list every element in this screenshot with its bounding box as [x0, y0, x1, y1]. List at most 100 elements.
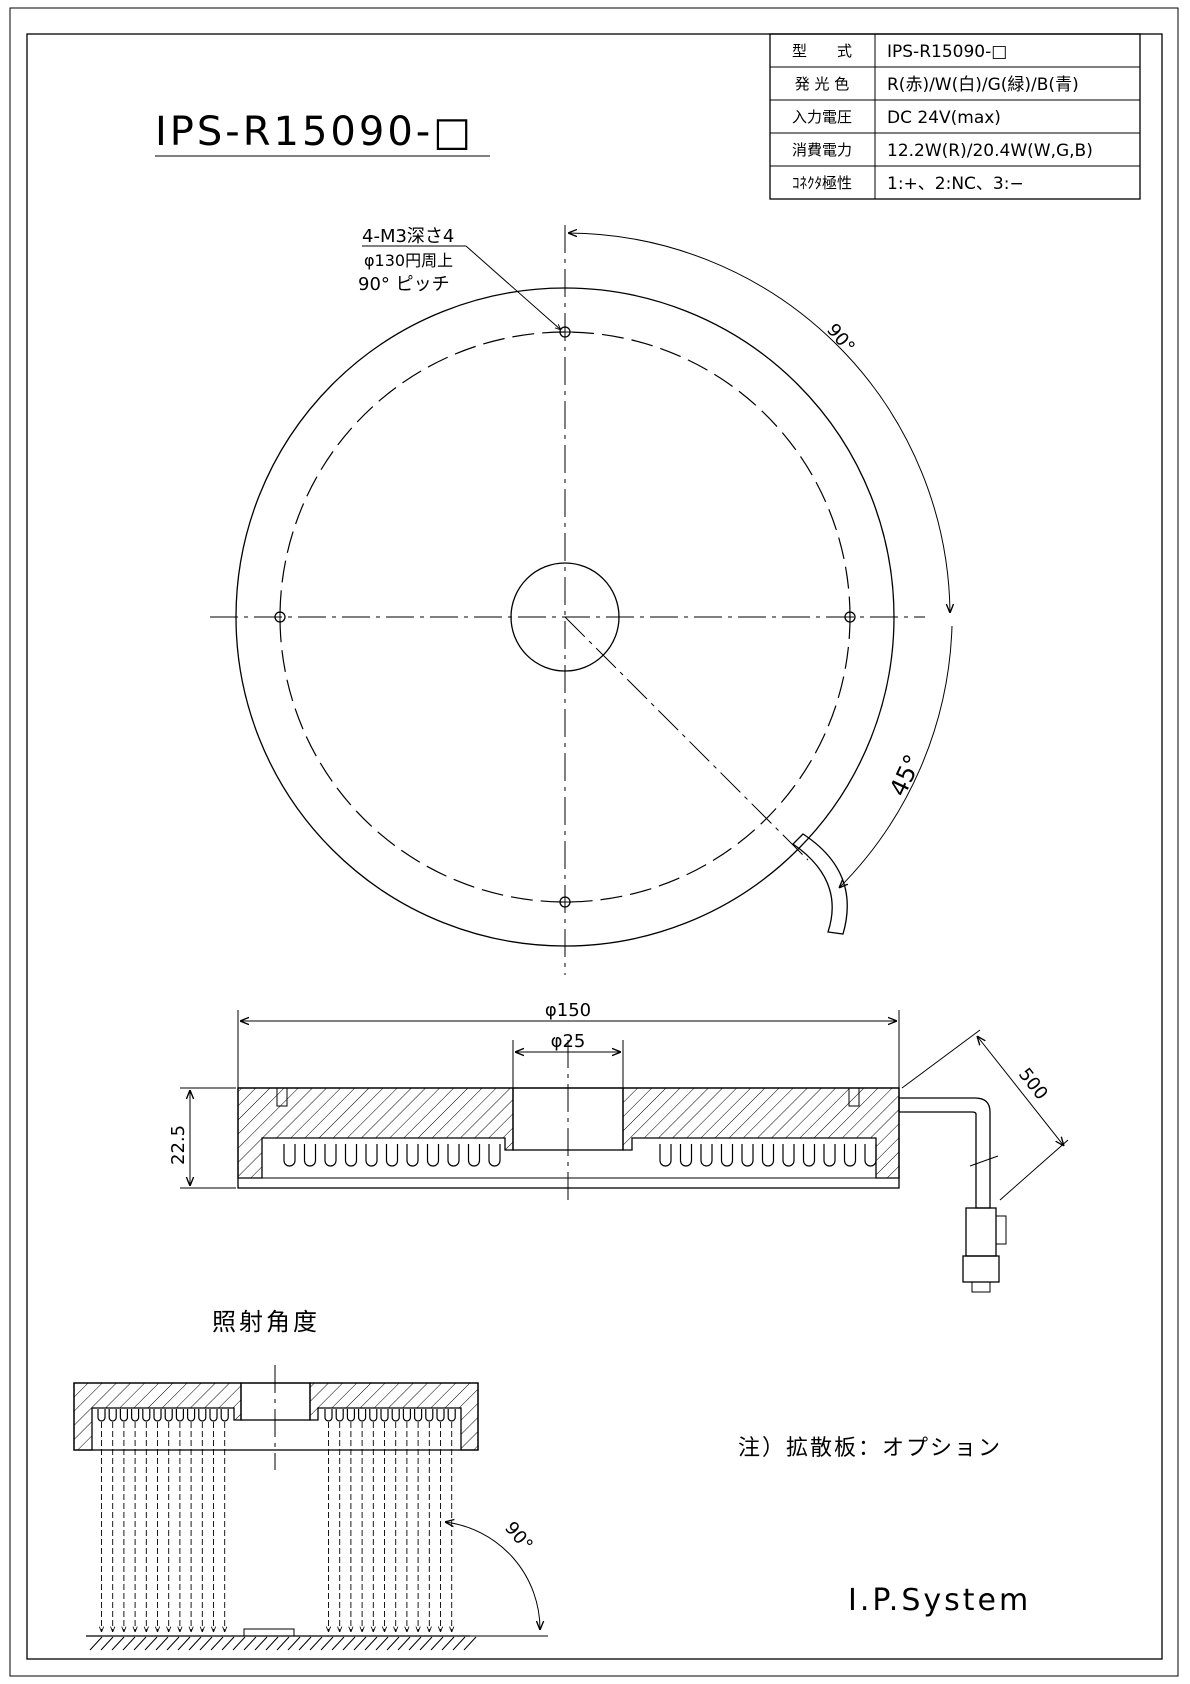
led-cup	[108, 1409, 117, 1422]
irr-leds-left	[97, 1409, 229, 1422]
ground-hatch-stroke	[320, 1636, 334, 1651]
irr-beams	[102, 1422, 452, 1632]
led-cup	[198, 1409, 207, 1422]
ground-hatch-stroke	[144, 1636, 158, 1651]
section-view: φ150 φ25 22.5 500	[168, 1000, 1069, 1293]
ground-hatch-stroke	[221, 1636, 235, 1651]
cable-top-view	[791, 833, 848, 935]
ground-hatch-stroke	[89, 1636, 103, 1651]
inner-frame	[26, 33, 1163, 1660]
hole-note-line2: φ130円周上	[364, 251, 453, 270]
ground-hatch-stroke	[375, 1636, 389, 1651]
led-cup	[175, 1409, 184, 1422]
ground-hatch-stroke	[452, 1636, 466, 1651]
led-cup	[659, 1144, 672, 1167]
led-cup	[385, 1144, 399, 1167]
ground-hatch-stroke	[199, 1636, 213, 1651]
led-cup	[782, 1144, 795, 1167]
section-body-right	[622, 1087, 900, 1179]
cable-side-view	[898, 1097, 991, 1209]
led-row-right	[659, 1144, 877, 1167]
spec-label-color: 発 光 色	[795, 75, 850, 93]
led-cup	[447, 1409, 456, 1422]
ground-hatch-stroke	[386, 1636, 400, 1651]
hole-note-leader-diagonal	[465, 245, 561, 330]
ground-hatch-stroke	[122, 1636, 136, 1651]
led-cup	[425, 1409, 434, 1422]
ground-hatch-stroke	[441, 1636, 455, 1651]
spec-label-power: 消費電力	[792, 141, 852, 159]
ground-hatch-stroke	[111, 1636, 125, 1651]
spec-table: 型 式 IPS-R15090-□ 発 光 色 R(赤)/W(白)/G(緑)/B(…	[769, 33, 1141, 200]
led-cup	[164, 1409, 173, 1422]
irr-ground-hatch	[89, 1636, 477, 1651]
ground-hatch-stroke	[232, 1636, 246, 1651]
irradiation-view: 照射角度 90°	[73, 1308, 548, 1651]
ground-hatch-stroke	[254, 1636, 268, 1651]
spec-value-voltage: DC 24V(max)	[887, 108, 1001, 128]
led-row-left	[283, 1144, 501, 1167]
screw-hole-left	[276, 1087, 288, 1107]
spec-value-color: R(赤)/W(白)/G(緑)/B(青)	[887, 75, 1079, 95]
connector-body	[965, 1207, 997, 1257]
led-cup	[843, 1144, 857, 1167]
led-cup	[365, 1144, 378, 1167]
ground-hatch-stroke	[342, 1636, 356, 1651]
led-cup	[344, 1144, 358, 1167]
led-cup	[447, 1144, 460, 1167]
hole-note-line3: 90° ピッチ	[358, 274, 450, 295]
outer-frame	[9, 7, 1179, 1677]
ground-hatch-stroke	[463, 1636, 477, 1651]
irr-leds-right	[324, 1409, 456, 1422]
diagonal-centerline	[564, 616, 809, 861]
ground-hatch-stroke	[353, 1636, 367, 1651]
dim-height-label: 22.5	[168, 1125, 189, 1165]
ground-hatch-stroke	[309, 1636, 323, 1651]
led-cup	[209, 1409, 218, 1422]
ground-hatch-stroke	[408, 1636, 422, 1651]
dim-cable-ext-2	[999, 1139, 1069, 1201]
led-cup	[346, 1409, 355, 1422]
irr-housing-left	[73, 1382, 242, 1451]
dim-cable-line	[977, 1036, 1064, 1146]
angle-45-label: 45°	[884, 750, 927, 800]
ground-hatch-stroke	[100, 1636, 114, 1651]
led-cup	[380, 1409, 389, 1422]
led-cup	[324, 1144, 337, 1167]
ground-hatch-stroke	[166, 1636, 180, 1651]
led-cup	[283, 1144, 296, 1167]
cable-break-mark	[969, 1155, 999, 1167]
ground-hatch-stroke	[298, 1636, 312, 1651]
led-cup	[131, 1409, 140, 1422]
ground-hatch-stroke	[265, 1636, 279, 1651]
led-cup	[426, 1144, 440, 1167]
drawing-title: IPS-R15090-□	[155, 109, 474, 155]
led-cup	[700, 1144, 713, 1167]
ground-hatch-stroke	[188, 1636, 202, 1651]
spec-label-voltage: 入力電圧	[792, 108, 852, 126]
led-cup	[467, 1144, 481, 1167]
led-cup	[324, 1409, 333, 1422]
hole-note-line1: 4-M3深さ4	[362, 226, 454, 247]
ground-hatch-stroke	[155, 1636, 169, 1651]
irr-housing-right	[309, 1382, 479, 1451]
connector-tip	[971, 1281, 991, 1293]
led-cup	[142, 1409, 151, 1422]
tapped-hole-left	[274, 609, 286, 625]
led-cup	[153, 1409, 162, 1422]
spec-value-power: 12.2W(R)/20.4W(W,G,B)	[887, 141, 1093, 161]
led-cup	[391, 1409, 400, 1422]
ground-hatch-stroke	[276, 1636, 290, 1651]
screw-hole-right	[848, 1087, 860, 1107]
ground-hatch-stroke	[331, 1636, 345, 1651]
ground-hatch-stroke	[210, 1636, 224, 1651]
ground-hatch-stroke	[177, 1636, 191, 1651]
ground-hatch-stroke	[364, 1636, 378, 1651]
irradiation-title: 照射角度	[212, 1308, 320, 1336]
ground-hatch-stroke	[419, 1636, 433, 1651]
led-cup	[864, 1144, 877, 1167]
led-cup	[436, 1409, 445, 1422]
angle-45-arc	[839, 625, 953, 888]
led-cup	[220, 1409, 229, 1422]
